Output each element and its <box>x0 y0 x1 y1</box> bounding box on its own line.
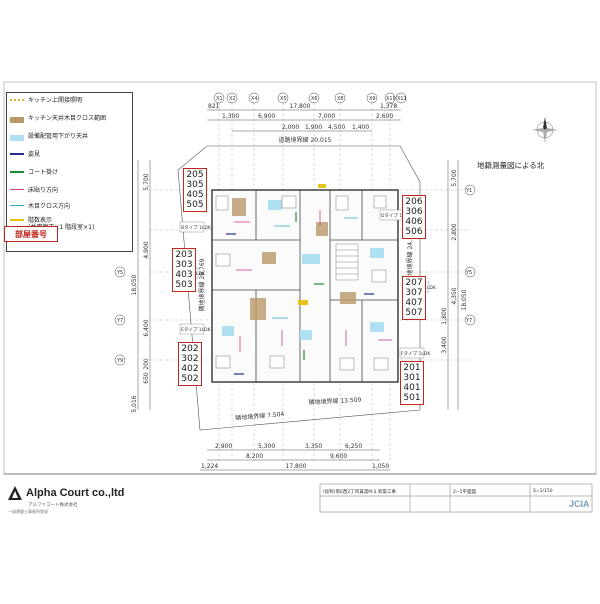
teal-arrow-icon <box>10 205 24 206</box>
svg-text:1,400: 1,400 <box>352 124 369 131</box>
company-subname: アルファコート株式会社 <box>28 503 78 508</box>
wood-fill-swatch-icon <box>10 117 24 123</box>
svg-text:Bタイプ 1LDK: Bタイプ 1LDK <box>181 224 212 231</box>
room-number-key: 部屋番号 <box>4 226 58 242</box>
svg-text:Y5: Y5 <box>116 270 123 276</box>
north-arrow-icon <box>532 117 558 143</box>
svg-text:4,500: 4,500 <box>328 124 345 131</box>
bottom-dimension-lines <box>200 449 390 471</box>
svg-text:2,900: 2,900 <box>215 443 232 450</box>
svg-text:1,050: 1,050 <box>372 463 389 470</box>
drawing-title: 2~5平面図 <box>453 490 476 495</box>
triangle-logo-icon <box>8 486 22 500</box>
svg-text:1,900: 1,900 <box>305 124 322 131</box>
svg-text:Dタイプ 1LDK: Dタイプ 1LDK <box>381 212 412 219</box>
title-block <box>319 483 593 513</box>
svg-text:5,700: 5,700 <box>451 169 458 186</box>
svg-text:3,350: 3,350 <box>305 443 322 450</box>
svg-text:隣地境界線 7.504: 隣地境界線 7.504 <box>235 410 285 422</box>
svg-text:X8: X8 <box>337 96 344 102</box>
svg-text:Eタイプ 1LDK: Eタイプ 1LDK <box>181 326 212 333</box>
svg-text:隣地境界線 28.769: 隣地境界線 28.769 <box>198 258 206 311</box>
grid-bubbles-top: X1 X2 X4 X5 X6 X8 X9 X10 X11 <box>213 92 407 104</box>
svg-text:6,900: 6,900 <box>258 113 275 120</box>
svg-text:1,800: 1,800 <box>441 307 448 324</box>
svg-text:Y9: Y9 <box>116 358 123 364</box>
company-registration: 一級建築士事務所登録 <box>8 509 48 514</box>
dim-top-total: 17,800 <box>290 103 311 110</box>
svg-text:650: 650 <box>143 372 150 384</box>
svg-text:18,050: 18,050 <box>131 274 138 295</box>
svg-text:2,600: 2,600 <box>376 113 393 120</box>
legend-item: 設備配管用下がり天井 <box>10 133 88 143</box>
pink-arrow-icon <box>10 189 24 190</box>
top-dimension-lines <box>207 109 401 132</box>
svg-text:17,800: 17,800 <box>286 463 307 470</box>
blue-fill-swatch-icon <box>10 135 24 141</box>
project-name: (仮称)南6西2丁目賃貸M.S 新築工事 <box>323 490 396 495</box>
svg-text:X11: X11 <box>397 96 407 102</box>
svg-text:821: 821 <box>208 103 220 110</box>
svg-text:1,300: 1,300 <box>222 113 239 120</box>
svg-text:6,250: 6,250 <box>345 443 362 450</box>
svg-text:隣地境界線 24.153: 隣地境界線 24.153 <box>406 228 414 281</box>
svg-text:200: 200 <box>143 358 150 370</box>
svg-text:X2: X2 <box>229 96 236 102</box>
svg-text:18,050: 18,050 <box>461 289 468 310</box>
svg-text:8,200: 8,200 <box>246 453 263 460</box>
left-dimension-lines <box>137 160 151 410</box>
company-logo: Alpha Court co.,ltd <box>8 486 124 500</box>
svg-text:4,350: 4,350 <box>451 287 458 304</box>
svg-text:5,016: 5,016 <box>131 395 138 412</box>
drawing-scale: S=1/150 <box>533 489 553 494</box>
legend-item: 木目クロス方向 <box>10 203 70 213</box>
legend-item: キッチン上開接照明 <box>10 97 82 107</box>
svg-text:X4: X4 <box>251 96 258 102</box>
svg-text:Y5: Y5 <box>465 270 472 276</box>
svg-text:X5: X5 <box>280 96 287 102</box>
svg-text:2,800: 2,800 <box>451 223 458 240</box>
building-plan <box>211 184 399 383</box>
legend-item: コート掛け <box>10 169 58 179</box>
svg-text:9,600: 9,600 <box>330 453 347 460</box>
svg-text:2,000: 2,000 <box>282 124 299 131</box>
coat-hook-line-icon <box>10 171 24 173</box>
svg-text:隣地境界線 13.509: 隣地境界線 13.509 <box>308 396 361 407</box>
svg-text:Y7: Y7 <box>465 318 472 324</box>
svg-text:X10: X10 <box>386 96 396 102</box>
svg-text:3,400: 3,400 <box>441 336 448 353</box>
svg-text:X1: X1 <box>216 96 223 102</box>
svg-text:7,000: 7,000 <box>318 113 335 120</box>
right-dimension-lines <box>447 160 459 410</box>
jcia-logo: JCIA <box>569 499 590 509</box>
north-reference-label: 地籍測量図による北 <box>477 161 545 170</box>
svg-text:5,700: 5,700 <box>143 173 150 190</box>
svg-text:Y7: Y7 <box>116 318 123 324</box>
svg-text:6,400: 6,400 <box>143 319 150 336</box>
floor-sign-line-icon <box>10 219 24 221</box>
svg-text:Y1: Y1 <box>465 188 472 194</box>
road-boundary-label: 道路境界線 20.015 <box>279 136 332 144</box>
svg-text:4,900: 4,900 <box>143 241 150 258</box>
svg-text:1,224: 1,224 <box>201 463 218 470</box>
svg-text:1,378: 1,378 <box>380 103 397 110</box>
legend-item: 床貼り方向 <box>10 187 58 197</box>
dotted-line-icon <box>10 99 24 101</box>
svg-text:X9: X9 <box>369 96 376 102</box>
svg-text:X6: X6 <box>311 96 318 102</box>
legend-item: 姿見 <box>10 151 40 161</box>
svg-text:Fタイプ 1LDK: Fタイプ 1LDK <box>401 350 431 357</box>
legend-item: キッチン天井木目クロス範囲 <box>10 115 106 125</box>
svg-text:5,300: 5,300 <box>258 443 275 450</box>
mirror-line-icon <box>10 153 24 155</box>
